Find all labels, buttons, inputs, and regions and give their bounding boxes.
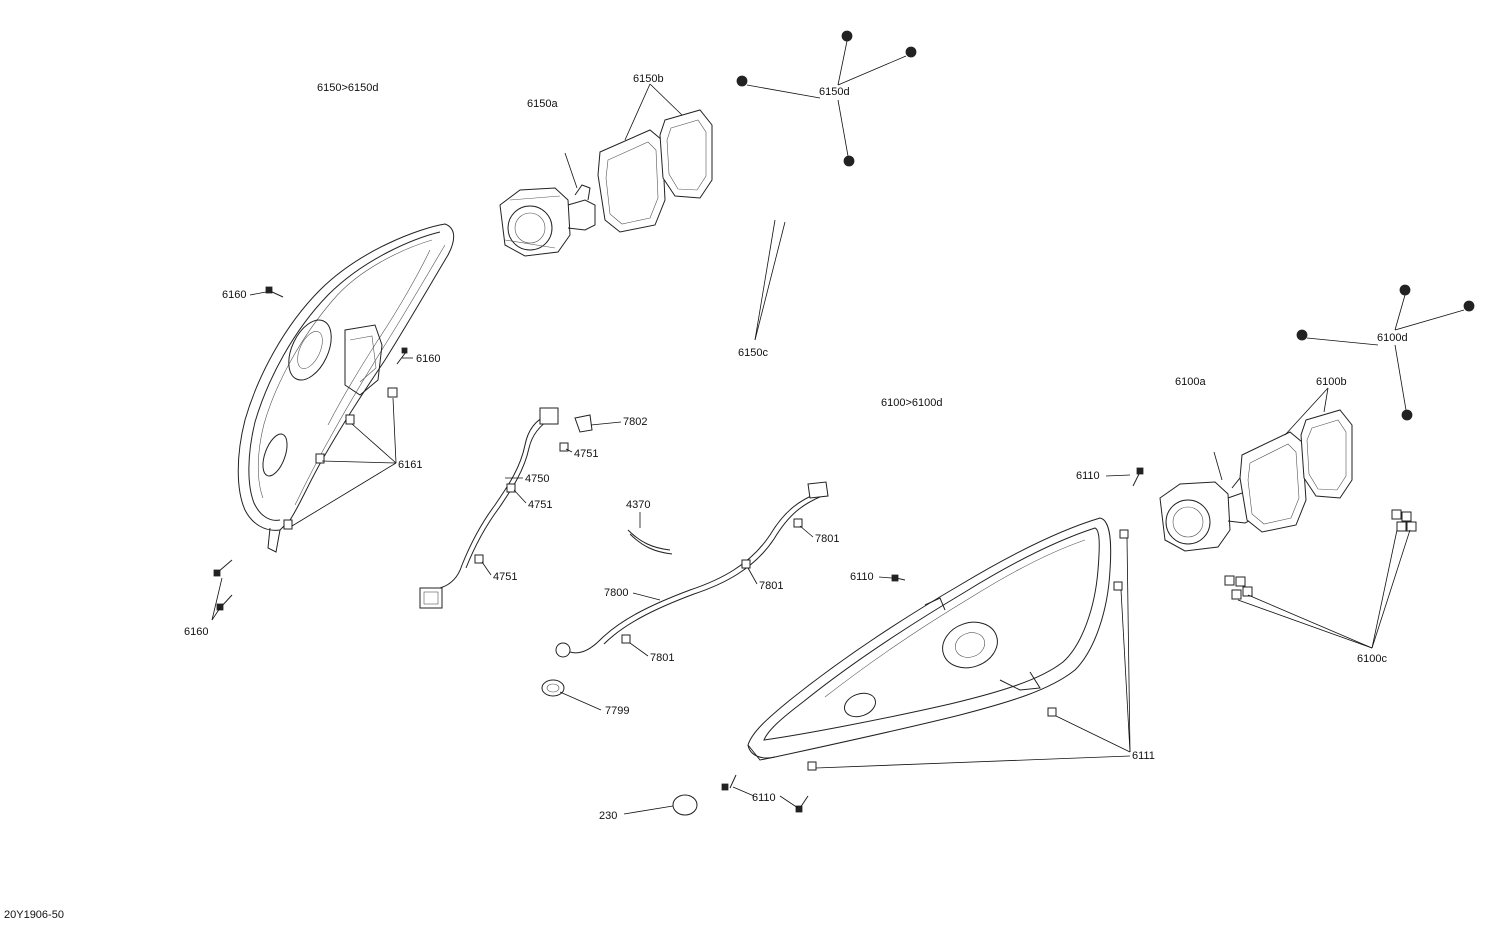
callout-6150d: 6150d bbox=[819, 86, 850, 98]
callout-6110-c: 6110 bbox=[752, 792, 776, 804]
left-projector-module bbox=[499, 184, 596, 257]
callout-6160-bottom: 6160 bbox=[184, 626, 208, 638]
callout-6111: 6111 bbox=[1132, 750, 1155, 762]
callout-6110-a: 6110 bbox=[1076, 470, 1100, 482]
right-bezel-frames bbox=[1239, 409, 1353, 533]
wiring-harness-7800 bbox=[555, 481, 829, 658]
right-projector-module bbox=[1159, 477, 1256, 552]
left-headlight-housing bbox=[237, 223, 455, 553]
callout-6100a: 6100a bbox=[1175, 376, 1206, 388]
callout-6110-b: 6110 bbox=[850, 571, 874, 583]
callout-6100c: 6100c bbox=[1357, 653, 1387, 665]
callout-4750: 4750 bbox=[525, 473, 549, 485]
left-bezel-frames bbox=[597, 109, 713, 233]
right-fasteners bbox=[721, 467, 1144, 813]
right-headlight-housing bbox=[747, 517, 1112, 761]
cap-230 bbox=[672, 794, 698, 816]
callout-6150b: 6150b bbox=[633, 73, 664, 85]
callout-6150a: 6150a bbox=[527, 98, 558, 110]
callout-4751-c: 4751 bbox=[493, 571, 517, 583]
group-label-left: 6150>6150d bbox=[317, 82, 378, 94]
callout-6160-mid: 6160 bbox=[416, 353, 440, 365]
callout-6100b: 6100b bbox=[1316, 376, 1347, 388]
callout-6161: 6161 bbox=[398, 459, 422, 471]
callout-labels: 6150>6150d 6100>6100d 6150a 6150b 6150c … bbox=[4, 73, 1408, 921]
drawing-number: 20Y1906-50 bbox=[4, 909, 64, 921]
callout-230: 230 bbox=[599, 810, 617, 822]
callout-7801-b: 7801 bbox=[759, 580, 783, 592]
callout-4751-b: 4751 bbox=[528, 499, 552, 511]
group-label-right: 6100>6100d bbox=[881, 397, 942, 409]
left-fasteners bbox=[213, 286, 408, 611]
strap-4370 bbox=[627, 529, 671, 551]
grommet-7799 bbox=[541, 679, 565, 697]
callout-4751-a: 4751 bbox=[574, 448, 598, 460]
callout-7801-c: 7801 bbox=[650, 652, 674, 664]
wiring-harness-4750 bbox=[419, 407, 593, 609]
callout-6100d: 6100d bbox=[1377, 332, 1408, 344]
left-nuts bbox=[736, 30, 917, 167]
callout-7800: 7800 bbox=[604, 587, 628, 599]
callout-4370: 4370 bbox=[626, 499, 650, 511]
callout-7801-a: 7801 bbox=[815, 533, 839, 545]
right-nuts bbox=[1296, 284, 1475, 421]
callout-6150c: 6150c bbox=[738, 347, 768, 359]
right-clips bbox=[1224, 509, 1417, 600]
callout-7802: 7802 bbox=[623, 416, 647, 428]
callout-6160-top: 6160 bbox=[222, 289, 246, 301]
callout-7799: 7799 bbox=[605, 705, 629, 717]
leader-lines bbox=[211, 40, 1465, 815]
